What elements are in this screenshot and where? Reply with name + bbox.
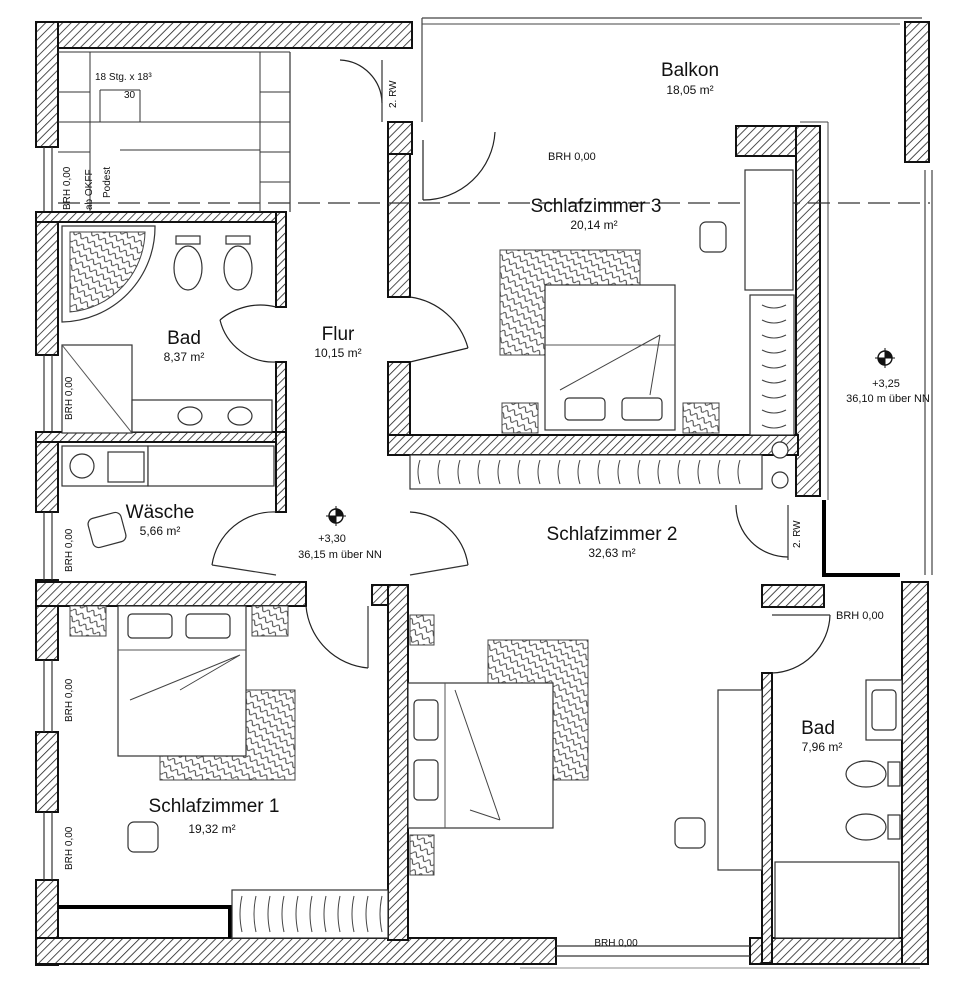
stair-landing-podest: Podest <box>102 167 113 198</box>
outside-nn: 36,10 m über NN <box>846 393 930 405</box>
staircase <box>58 51 291 212</box>
door-sz1 <box>305 605 369 669</box>
flur-nn: 36,15 m über NN <box>298 549 382 561</box>
brh-left-2: BRH 0,00 <box>64 528 75 572</box>
brh-bad: BRH 0,00 <box>836 610 884 622</box>
balcony-outline <box>421 17 933 575</box>
waesche-chair <box>87 511 127 549</box>
door-bad-bottom <box>771 614 831 674</box>
brh-left-3: BRH 0,00 <box>64 678 75 722</box>
door-sz2-right <box>735 504 789 560</box>
sz1-name: Schlafzimmer 1 <box>149 796 280 817</box>
shower-top <box>61 344 133 434</box>
bad-top-area: 8,37 m² <box>164 350 205 364</box>
washing-machine <box>61 445 275 487</box>
rw-top-label: 2. RW <box>388 80 399 108</box>
sz2-name: Schlafzimmer 2 <box>547 524 678 545</box>
balkon-area: 18,05 m² <box>666 83 713 97</box>
flur-name: Flur <box>322 324 355 345</box>
stair-steps-label: 18 Stg. x 18³ <box>95 72 152 83</box>
outside-level: +3,25 <box>872 378 900 390</box>
balkon-name: Balkon <box>661 60 719 81</box>
bad-top-name: Bad <box>167 328 201 349</box>
sz2-furniture <box>407 614 763 876</box>
door-bad-flur <box>219 304 277 363</box>
sz3-name: Schlafzimmer 3 <box>531 196 662 217</box>
brh-left-4: BRH 0,00 <box>64 826 75 870</box>
rw-right-label: 2. RW <box>792 520 803 548</box>
stair-landing-brh: BRH 0,00 <box>62 166 73 210</box>
flur-level: +3,30 <box>318 533 346 545</box>
bad-bottom-area: 7,96 m² <box>802 740 843 754</box>
flur-area: 10,15 m² <box>314 346 361 360</box>
toilet-bottom-icon <box>845 760 901 788</box>
door-stair <box>339 59 383 122</box>
brh-sz3: BRH 0,00 <box>548 151 596 163</box>
door-sz3 <box>422 131 496 201</box>
brh-left-1: BRH 0,00 <box>64 376 75 420</box>
bidet-bottom-icon <box>845 813 901 841</box>
sz3-area: 20,14 m² <box>570 218 617 232</box>
waesche-area: 5,66 m² <box>140 524 181 538</box>
stair-landing-okff: ab OKFF <box>84 169 95 210</box>
bidet-icon <box>223 235 253 291</box>
door-waesche <box>211 511 277 576</box>
toilet-icon <box>173 235 203 291</box>
bad-bottom-furniture <box>774 679 903 939</box>
sz1-area: 19,32 m² <box>188 822 235 836</box>
interior-walls <box>35 121 900 964</box>
brh-bottom: BRH 0,00 <box>594 938 638 949</box>
bad-bottom-name: Bad <box>801 718 835 739</box>
bathtub <box>61 225 156 323</box>
level-marker-outside <box>875 348 895 368</box>
waesche-name: Wäsche <box>126 502 195 523</box>
sz2-area: 32,63 m² <box>588 546 635 560</box>
sz3-furniture <box>499 169 795 489</box>
door-flur-sz2 <box>409 511 469 576</box>
washbasins <box>131 399 273 433</box>
door-flur-sz3 <box>409 296 469 363</box>
stair-tread-label: 30 <box>124 90 136 101</box>
sz1-furniture <box>69 605 389 939</box>
sz2-wardrobe <box>409 454 763 490</box>
level-marker-flur <box>326 506 346 526</box>
